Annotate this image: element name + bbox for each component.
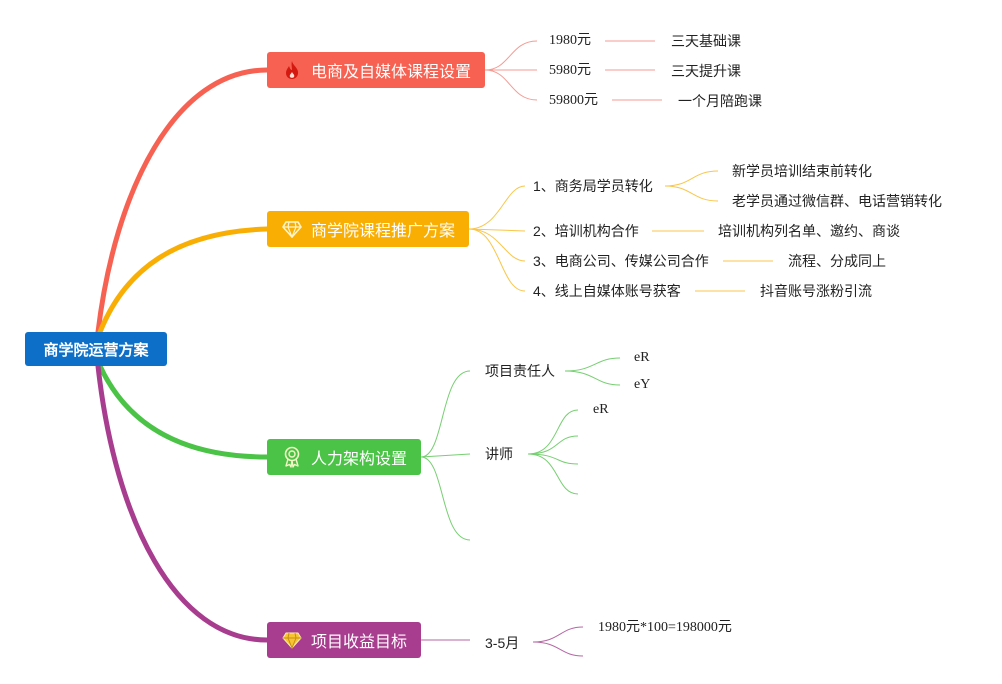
revenue-period[interactable]: 3-5月 bbox=[485, 635, 520, 651]
award-icon bbox=[279, 446, 305, 468]
hr-project-owner[interactable]: 项目责任人 bbox=[485, 363, 555, 379]
hr-owner-1[interactable]: eR bbox=[634, 350, 650, 365]
promotion-detail-2[interactable]: 培训机构列名单、邀约、商谈 bbox=[718, 223, 900, 239]
diamond-icon bbox=[279, 629, 305, 651]
branch-label: 项目收益目标 bbox=[311, 634, 408, 651]
revenue-formula[interactable]: 1980元*100=198000元 bbox=[598, 620, 732, 635]
fire-icon bbox=[279, 59, 305, 81]
hr-lecturer[interactable]: 讲师 bbox=[485, 446, 513, 462]
branch-revenue-target[interactable]: 项目收益目标 bbox=[267, 622, 421, 658]
connector-root-branch-3 bbox=[97, 363, 270, 460]
connector-root-branch-2 bbox=[97, 226, 270, 335]
course-price-2[interactable]: 5980元 bbox=[549, 63, 591, 78]
connector-root-branch-1 bbox=[95, 67, 270, 335]
branch-promotion-plan[interactable]: 商学院课程推广方案 bbox=[267, 211, 469, 247]
promotion-item-3[interactable]: 3、电商公司、传媒公司合作 bbox=[533, 253, 709, 269]
root-label: 商学院运营方案 bbox=[43, 341, 149, 359]
promotion-detail-3[interactable]: 流程、分成同上 bbox=[788, 253, 886, 269]
promotion-detail-1b[interactable]: 老学员通过微信群、电话营销转化 bbox=[732, 193, 942, 209]
course-name-3[interactable]: 一个月陪跑课 bbox=[678, 93, 762, 109]
branch-hr-structure[interactable]: 人力架构设置 bbox=[267, 439, 421, 475]
branch-label: 商学院课程推广方案 bbox=[311, 223, 456, 240]
promotion-item-4[interactable]: 4、线上自媒体账号获客 bbox=[533, 283, 681, 299]
diamond-icon bbox=[279, 218, 305, 240]
promotion-item-1[interactable]: 1、商务局学员转化 bbox=[533, 178, 653, 194]
course-name-2[interactable]: 三天提升课 bbox=[671, 63, 741, 79]
hr-lecturer-1[interactable]: eR bbox=[593, 402, 609, 417]
course-name-1[interactable]: 三天基础课 bbox=[671, 33, 741, 49]
connector-root-branch-4 bbox=[95, 363, 270, 643]
course-price-3[interactable]: 59800元 bbox=[549, 93, 598, 108]
promotion-detail-4[interactable]: 抖音账号涨粉引流 bbox=[760, 283, 872, 299]
course-price-1[interactable]: 1980元 bbox=[549, 33, 591, 48]
promotion-item-2[interactable]: 2、培训机构合作 bbox=[533, 223, 639, 239]
branch-label: 人力架构设置 bbox=[311, 451, 408, 468]
promotion-detail-1a[interactable]: 新学员培训结束前转化 bbox=[732, 163, 872, 179]
branch-course-settings[interactable]: 电商及自媒体课程设置 bbox=[267, 52, 485, 88]
root-node[interactable]: 商学院运营方案 bbox=[25, 332, 167, 366]
branch-label: 电商及自媒体课程设置 bbox=[311, 64, 472, 81]
hr-owner-2[interactable]: eY bbox=[634, 377, 651, 392]
